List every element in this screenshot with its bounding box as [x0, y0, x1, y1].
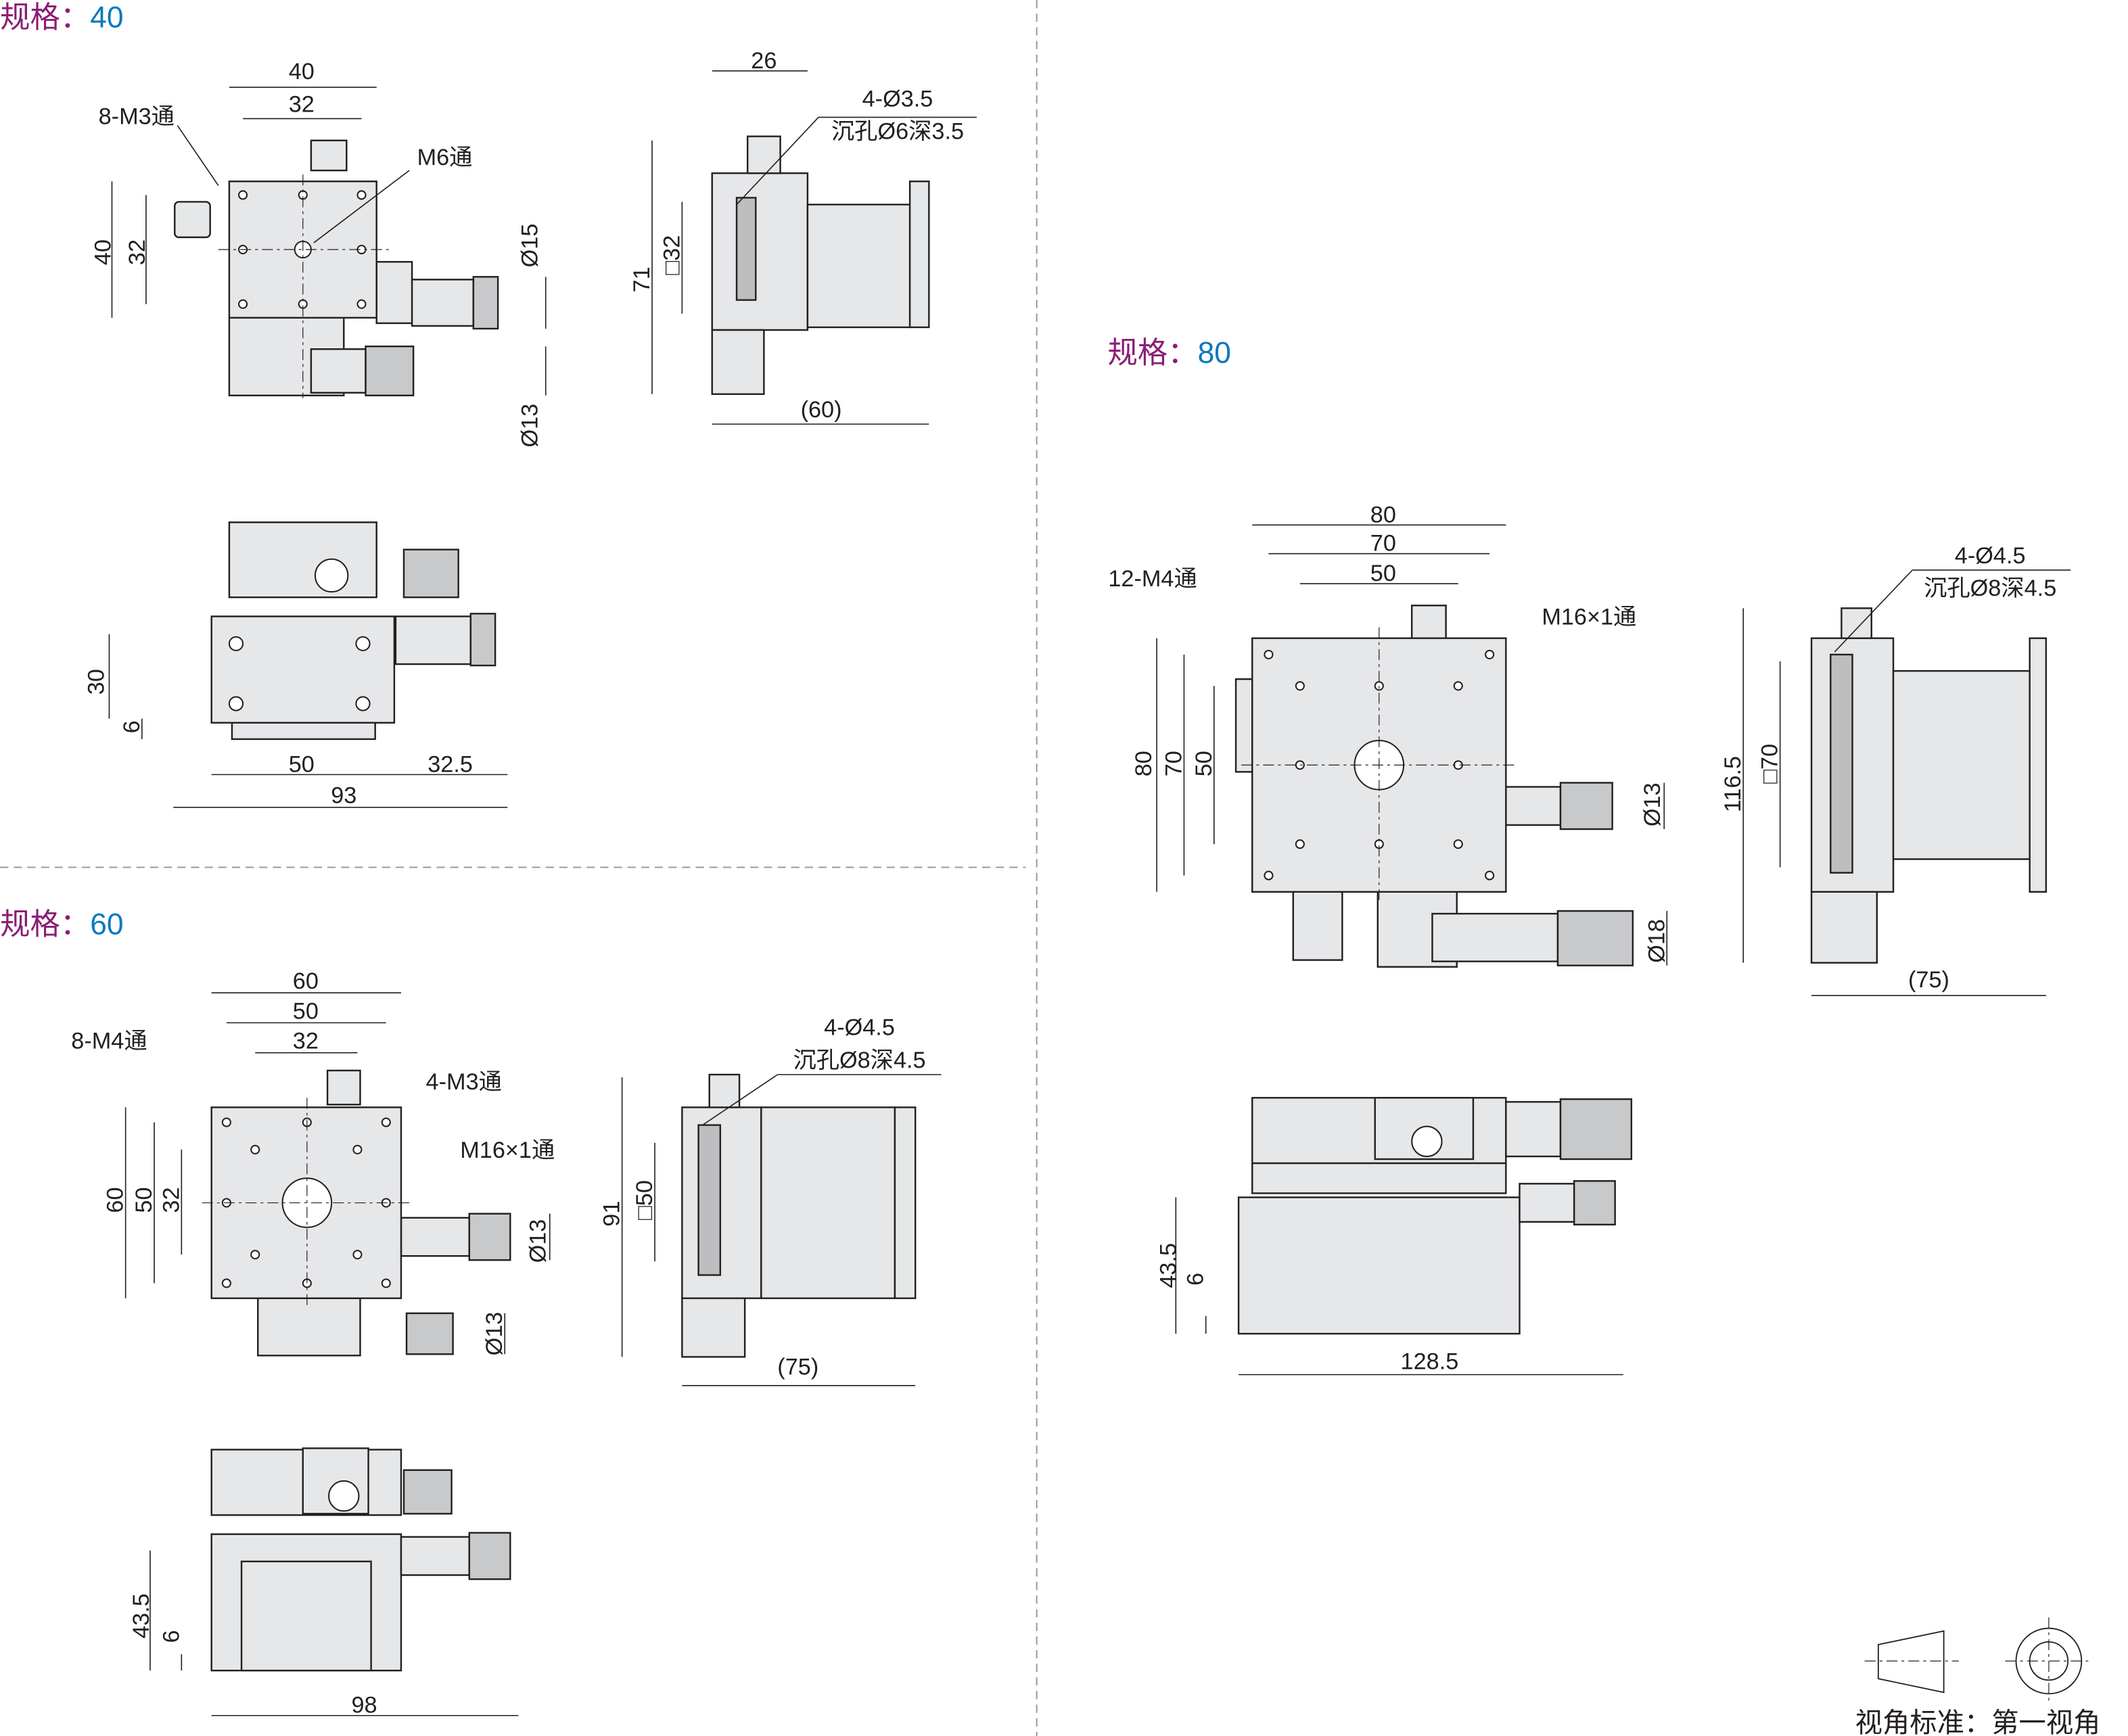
thread-callout: 8-M3通 [99, 104, 175, 130]
dim-label: 6 [158, 1630, 184, 1643]
dim-label: 32.5 [427, 751, 473, 777]
side-view-40 [651, 70, 977, 425]
dim-label: 43.5 [1155, 1243, 1181, 1288]
dim-label: Ø13 [526, 1219, 551, 1263]
dim-label: Ø13 [482, 1312, 507, 1356]
dim-label: 70 [1370, 531, 1396, 557]
front-view-60 [149, 1447, 519, 1716]
dim-label: 93 [331, 783, 356, 809]
dim-label: 60 [293, 968, 319, 994]
dim-label: □32 [659, 235, 685, 275]
dim-label: 26 [751, 48, 777, 74]
dim-label: 43.5 [129, 1593, 154, 1639]
hole-callout: 沉孔Ø8深4.5 [793, 1048, 925, 1073]
dim-label: 32 [124, 239, 150, 265]
section-size-80: 规格：80 80 70 50 12-M4通 [1108, 336, 2071, 1376]
section-title: 规格：40 [0, 1, 123, 34]
dim-label: 70 [1161, 751, 1186, 776]
dim-label: 80 [1370, 502, 1396, 527]
section-title: 规格：80 [1108, 336, 1231, 369]
dim-label: 30 [83, 669, 109, 695]
section-size-60: 规格：60 60 50 32 8-M4通 4-M3通 M16×1通 60 50 [0, 908, 942, 1718]
dim-label: 91 [599, 1201, 625, 1227]
thread-callout: M6通 [417, 145, 473, 170]
dim-label: 6 [1183, 1273, 1209, 1286]
top-view-60 [124, 992, 551, 1357]
top-view-40 [111, 87, 547, 398]
dim-label: 32 [158, 1187, 184, 1213]
projection-standard-label: 视角标准：第一视角 [1855, 1707, 2101, 1736]
dim-label: 32 [293, 1029, 319, 1054]
section-title: 规格：60 [0, 908, 123, 941]
dim-label: (60) [801, 397, 842, 423]
dim-label: 128.5 [1401, 1349, 1459, 1375]
dim-label: □70 [1757, 744, 1783, 784]
dim-label: 40 [90, 239, 116, 265]
top-view-80 [1156, 524, 1668, 968]
dim-label: 60 [103, 1187, 129, 1213]
dim-label: Ø15 [517, 224, 543, 268]
dim-label: 50 [131, 1187, 157, 1213]
hole-callout: 沉孔Ø8深4.5 [1924, 576, 2056, 601]
hole-callout: 4-Ø4.5 [1955, 543, 2026, 569]
thread-callout: 4-M3通 [426, 1069, 502, 1095]
dim-label: (75) [777, 1355, 818, 1380]
thread-callout: M16×1通 [1542, 605, 1636, 630]
thread-callout: 8-M4通 [71, 1029, 147, 1054]
front-view-80 [1175, 1097, 1633, 1376]
dim-label: □50 [632, 1180, 657, 1220]
hole-callout: 4-Ø4.5 [824, 1015, 895, 1041]
section-size-40: 规格：40 40 32 8-M3通 M6通 [0, 1, 977, 809]
dim-label: 50 [1370, 561, 1396, 586]
thread-callout: M16×1通 [460, 1137, 555, 1163]
hole-callout: 沉孔Ø6深3.5 [831, 119, 964, 145]
dim-label: 50 [1191, 751, 1217, 776]
dim-label: (75) [1908, 967, 1949, 993]
dim-label: 98 [351, 1693, 377, 1718]
side-view-60 [621, 1073, 942, 1386]
dim-label: 50 [293, 998, 319, 1024]
thread-callout: 12-M4通 [1108, 566, 1197, 592]
dim-label: 71 [629, 266, 655, 292]
dim-label: Ø13 [1640, 782, 1665, 826]
hole-callout: 4-Ø3.5 [862, 86, 933, 112]
dim-label: 32 [289, 91, 315, 117]
front-view-40 [108, 521, 508, 808]
dim-label: 6 [119, 720, 145, 733]
dim-label: Ø13 [517, 404, 543, 448]
dim-label: 50 [289, 751, 315, 777]
side-view-80 [1742, 569, 2071, 996]
dim-label: 80 [1131, 751, 1157, 776]
first-angle-projection-symbol [1864, 1617, 2093, 1705]
dim-label: Ø18 [1644, 919, 1669, 963]
dim-label: 40 [289, 59, 315, 85]
dim-label: 116.5 [1720, 756, 1746, 812]
